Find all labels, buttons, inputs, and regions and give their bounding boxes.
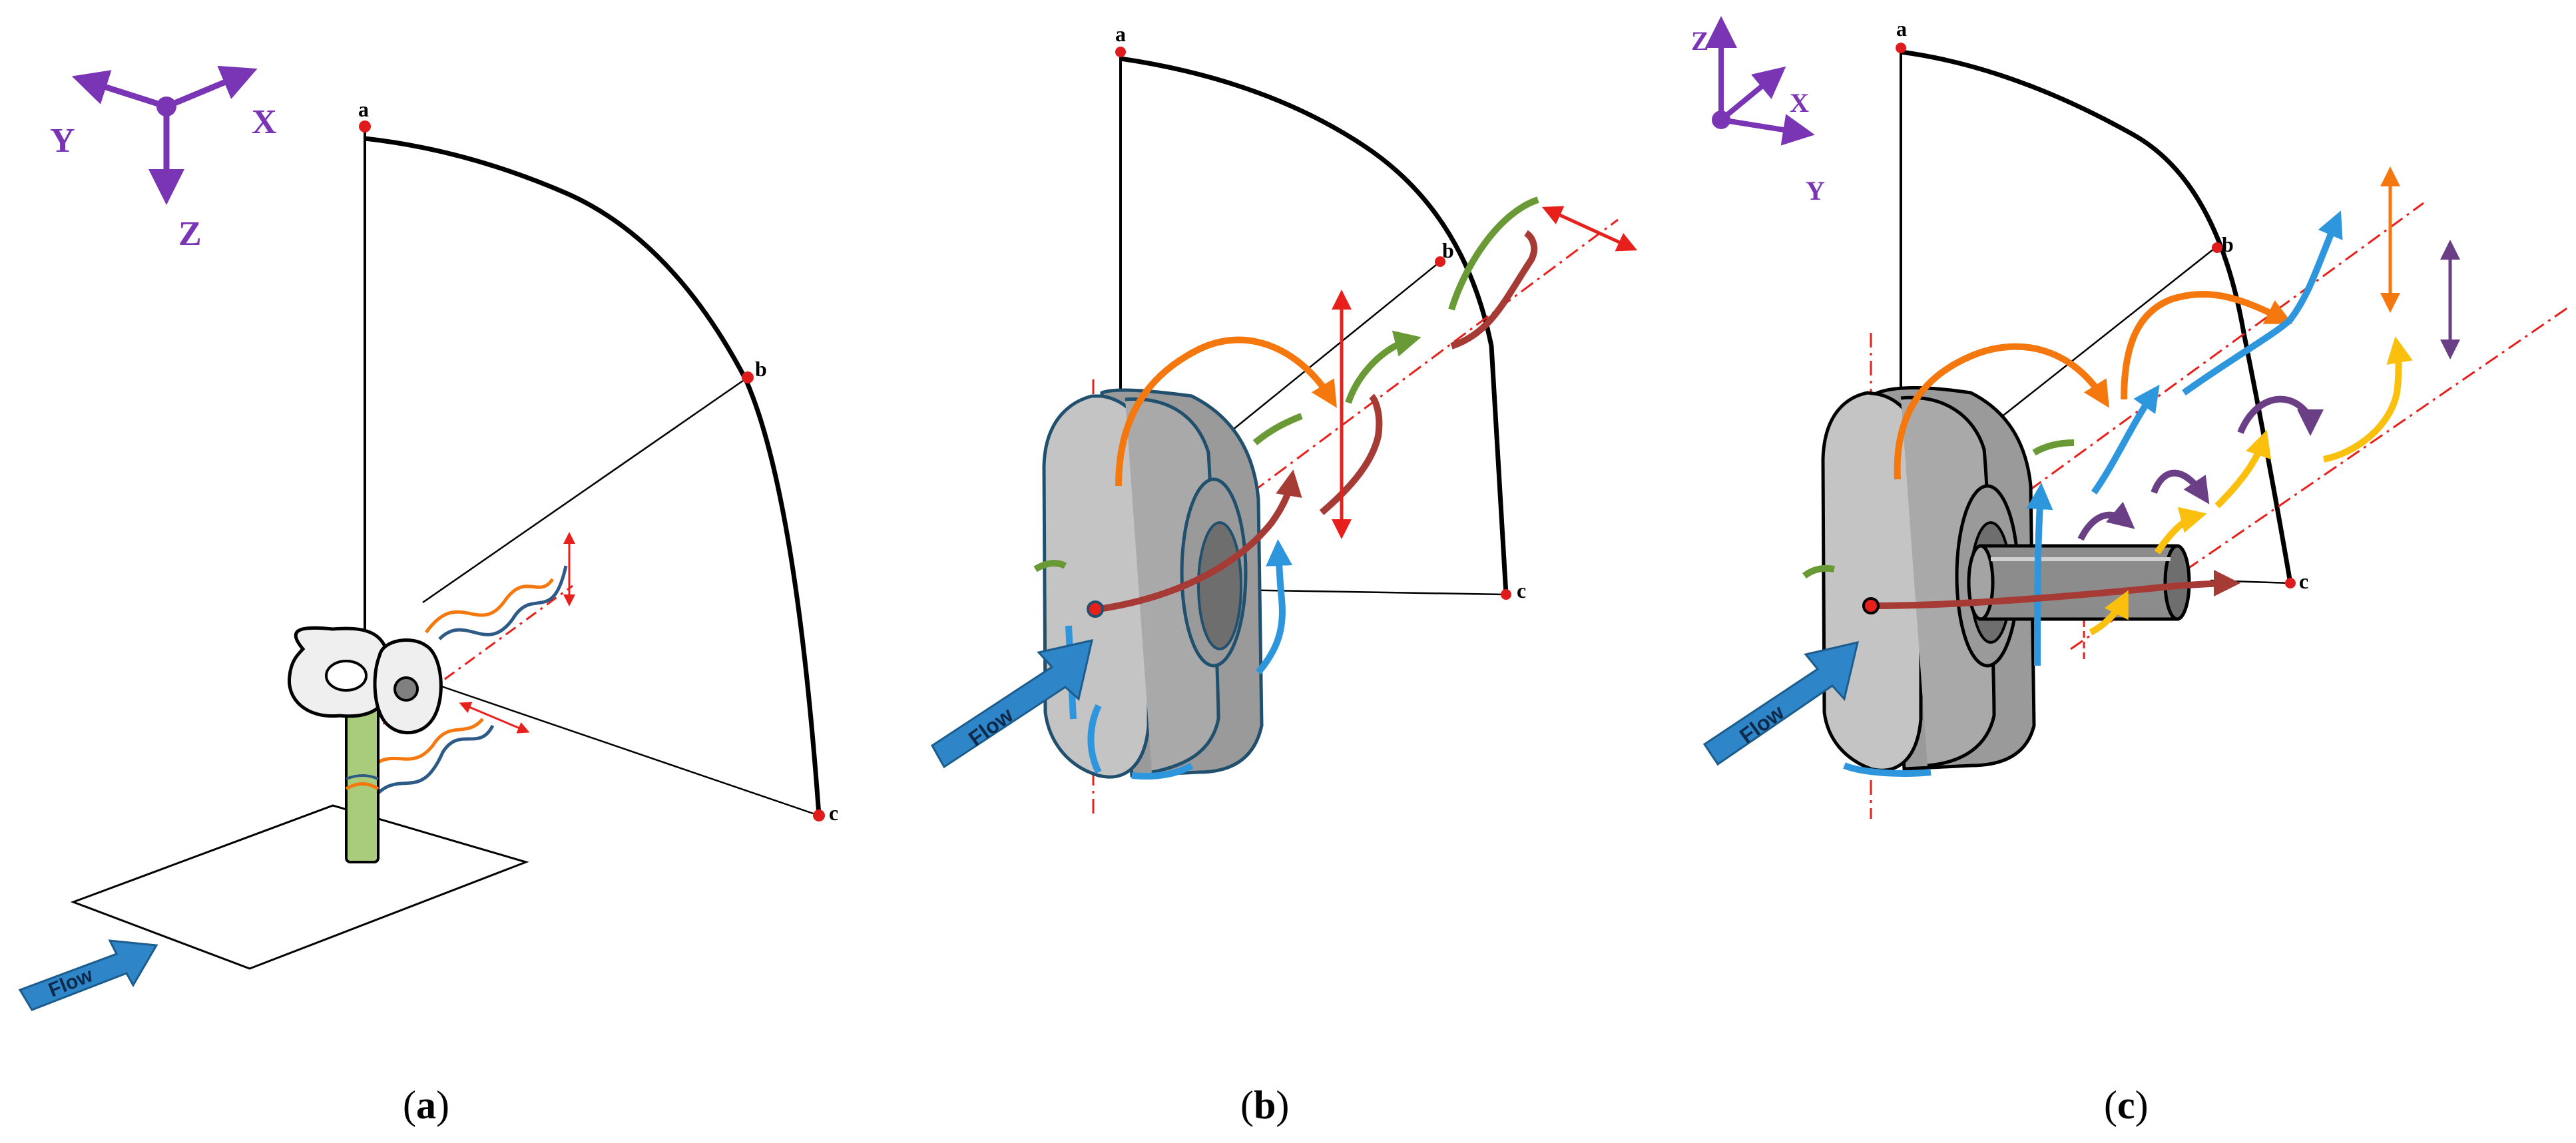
shaft-c [1967, 544, 2191, 621]
point-b-label: b [1442, 238, 1454, 262]
axes-triad-c: Z X Y [1691, 16, 1825, 206]
point-b-label: b [2222, 232, 2234, 256]
point-b-marker [742, 371, 754, 383]
point-a-label: a [1115, 22, 1126, 46]
point-c-label: c [1517, 578, 1526, 602]
axis-label-y: Y [1806, 176, 1825, 206]
axis-label-z: Z [1691, 26, 1709, 56]
caption-a: (a) [403, 1083, 449, 1127]
panel-c: Z X Y a b c [1691, 16, 2571, 1127]
axis-label-z: Z [178, 215, 202, 253]
cylinder-body-b [1042, 388, 1264, 779]
axis-label-x: X [252, 103, 277, 141]
cylinder-stem [345, 701, 380, 863]
point-a-label: a [358, 97, 369, 121]
axis-label-x: X [1790, 88, 1809, 118]
domain-quadrant-a: a b c [358, 97, 838, 825]
point-a-label: a [1896, 17, 1907, 41]
flow-label-a: Flow [45, 964, 96, 1001]
point-b-label: b [755, 357, 767, 381]
point-c-marker [813, 809, 825, 821]
vortex-paths-c [1802, 166, 2460, 777]
point-c-label: c [829, 801, 838, 825]
axis-label-y: Y [50, 122, 75, 160]
cylinder-head-right [373, 638, 443, 735]
domain-quadrant-b: a b c [1115, 22, 1526, 602]
vortex-paths-b [1033, 196, 1638, 780]
point-c-label: c [2299, 569, 2308, 593]
flow-arrow-a: Flow [18, 939, 158, 1011]
axes-triad-a: X Y Z [50, 65, 277, 253]
ground-plate [70, 804, 529, 970]
panel-a: X Y Z a b c [18, 65, 838, 1127]
panel-b: a b c [931, 22, 1638, 1127]
caption-b: (b) [1240, 1083, 1289, 1127]
caption-c: (c) [2104, 1083, 2149, 1127]
point-a-marker [359, 120, 371, 132]
